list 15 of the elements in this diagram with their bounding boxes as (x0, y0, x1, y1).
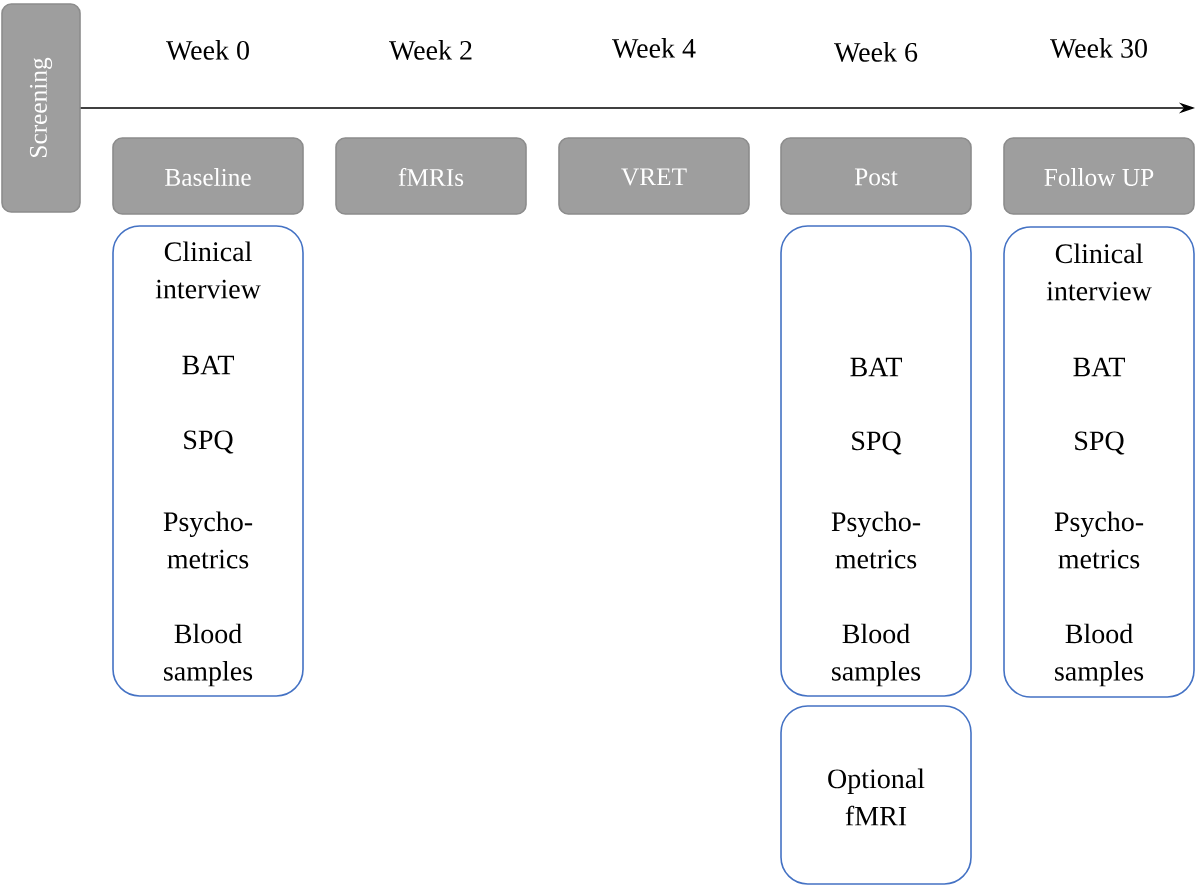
phase-box: fMRIs (335, 137, 527, 215)
assessment-box: BAT SPQ Psycho-metrics Blood samples (780, 225, 972, 697)
week-label: Week 0 (166, 40, 249, 60)
week-label: Week 6 (834, 42, 918, 62)
week-label: Week 30 (1050, 38, 1147, 58)
phase-box: Follow UP (1003, 137, 1195, 215)
week-label: Week 4 (612, 38, 696, 58)
week-label: Week 2 (389, 40, 472, 60)
phase-box: VRET (558, 137, 750, 215)
screening-box: Screening (1, 3, 81, 213)
assessment-box: Optional fMRI (780, 705, 972, 885)
assessment-box: Clinical interview BAT SPQ Psycho-metrics Blood samples (112, 225, 304, 697)
phase-box: Baseline (112, 137, 304, 215)
assessment-box: Clinical interview BAT SPQ Psycho-metrics Blood samples (1003, 226, 1195, 698)
phase-box: Post (780, 137, 972, 215)
